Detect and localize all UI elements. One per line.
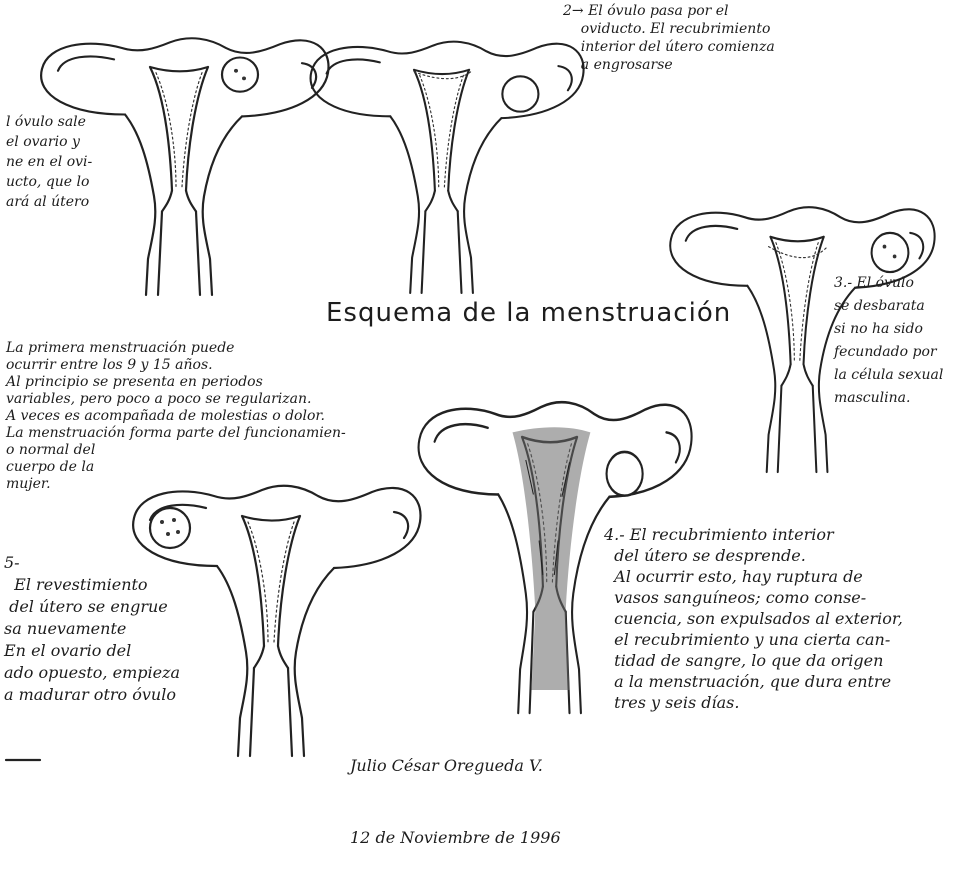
author-signature: Julio César Oregueda V. 12 de Noviembre … bbox=[350, 706, 561, 874]
author-name: Julio César Oregueda V. bbox=[350, 754, 561, 778]
stage-2-uterus bbox=[311, 42, 584, 293]
step-3-caption: 3.- El óvulo se desbarata si no ha sido … bbox=[834, 272, 943, 410]
diagram-title: Esquema de la menstruación bbox=[326, 298, 731, 328]
step-4-caption: 4.- El recubrimiento interior del útero … bbox=[604, 524, 903, 713]
author-date: 12 de Noviembre de 1996 bbox=[350, 826, 561, 850]
intro-paragraph: La primera menstruación puede ocurrir en… bbox=[6, 340, 346, 493]
step-2-caption: 2→ El óvulo pasa por el oviducto. El rec… bbox=[563, 2, 775, 74]
step-1-caption: l óvulo sale el ovario y ne en el ovi- u… bbox=[6, 112, 92, 212]
step-5-caption: 5- El revestimiento del útero se engrue … bbox=[4, 552, 180, 706]
